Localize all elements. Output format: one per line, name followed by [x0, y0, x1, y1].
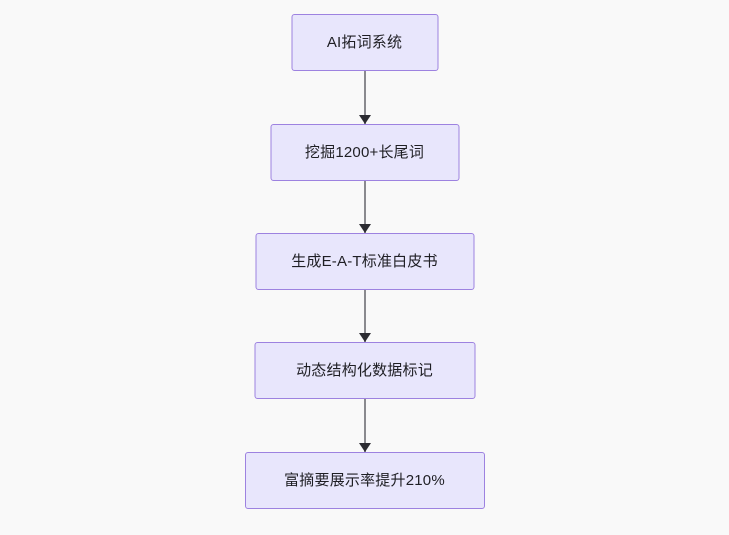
flow-node-rich-snippet-uplift[interactable]: 富摘要展示率提升210%	[244, 452, 485, 509]
edge-line	[363, 290, 366, 342]
arrowhead-icon	[358, 333, 371, 342]
arrowhead-icon	[358, 443, 371, 452]
flow-node-mine-longtail-keywords[interactable]: 挖掘1200+长尾词	[270, 124, 459, 181]
edge-n3-n4	[358, 290, 372, 342]
arrowhead-icon	[358, 224, 371, 233]
flow-node-label: AI拓词系统	[326, 34, 403, 51]
flow-node-label: 富摘要展示率提升210%	[284, 472, 445, 489]
arrowhead-icon	[358, 115, 371, 124]
flow-node-label: 挖掘1200+长尾词	[304, 144, 425, 161]
edge-line	[363, 399, 366, 452]
edge-line	[363, 71, 366, 124]
flow-node-dynamic-structured-data[interactable]: 动态结构化数据标记	[254, 342, 475, 399]
edge-n1-n2	[358, 71, 372, 124]
edge-n4-n5	[358, 399, 372, 452]
flow-node-generate-eat-whitepaper[interactable]: 生成E-A-T标准白皮书	[255, 233, 474, 290]
flow-node-ai-keyword-system[interactable]: AI拓词系统	[291, 14, 438, 71]
edge-n2-n3	[358, 181, 372, 233]
flow-node-label: 生成E-A-T标准白皮书	[291, 253, 438, 270]
flow-node-label: 动态结构化数据标记	[296, 362, 433, 379]
edge-line	[363, 181, 366, 233]
